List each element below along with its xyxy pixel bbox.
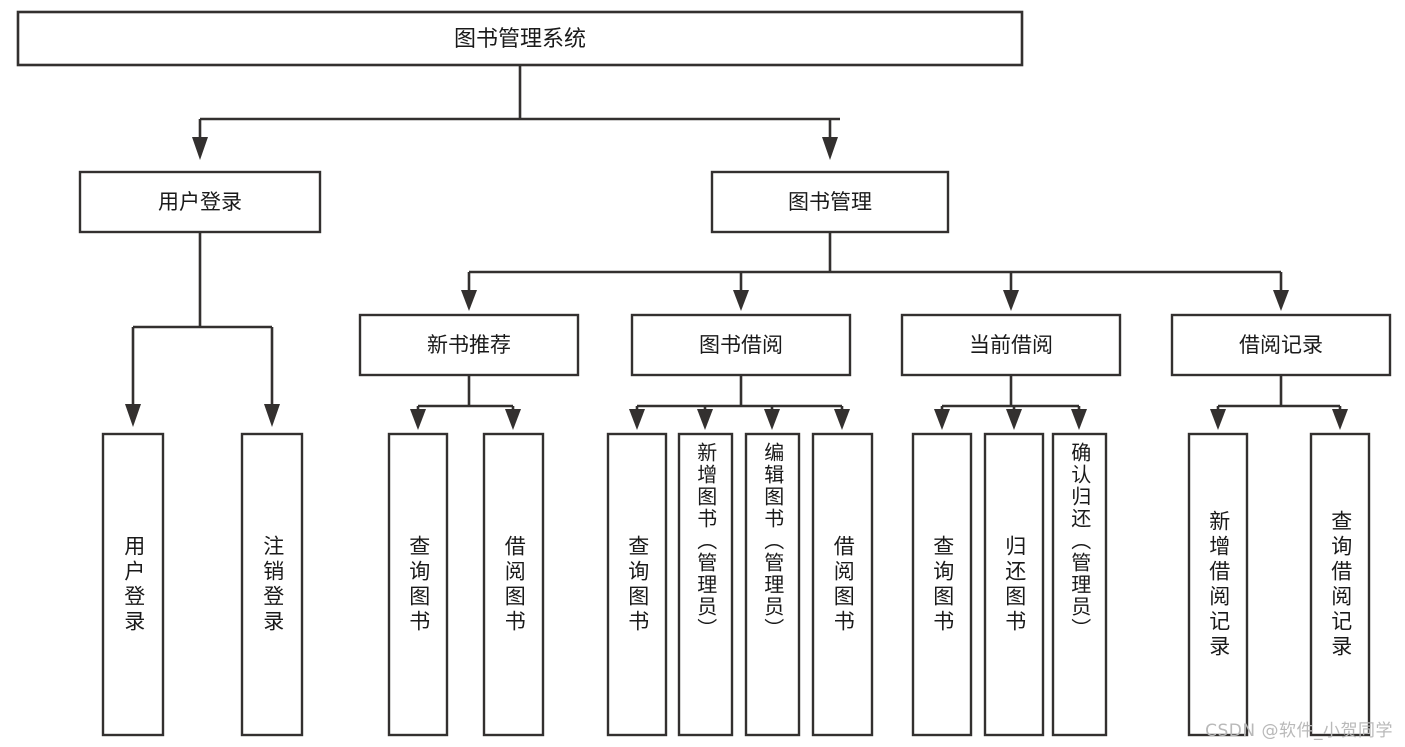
arrow-head-leaf-query-book-2 — [629, 409, 645, 430]
connector-group-borrow-record — [1210, 375, 1348, 430]
leaf-query-book-3-rect[interactable] — [911, 432, 973, 737]
node-book-borrow-rect — [630, 313, 852, 377]
leaf-rect-group — [101, 432, 1371, 737]
arrow-head-leaf-query-book-3 — [934, 409, 950, 430]
leaf-logout-rect[interactable] — [240, 432, 304, 737]
connector-group-root — [192, 65, 840, 160]
leaf-confirm-return-rect[interactable] — [1051, 432, 1108, 737]
connector-group-current-borrow — [934, 375, 1087, 430]
node-book-management[interactable]: 图书管理 — [710, 170, 950, 234]
arrow-head-leaf-add-book — [697, 409, 713, 430]
arrow-head-leaf-user-login — [125, 404, 141, 427]
leaf-borrow-book-2-rect[interactable] — [811, 432, 874, 737]
node-current-borrow[interactable]: 当前借阅 — [900, 313, 1122, 377]
node-borrow-record[interactable]: 借阅记录 — [1170, 313, 1392, 377]
arrow-head-new-book-recommend — [461, 290, 477, 311]
arrow-head-leaf-borrow-book-2 — [834, 409, 850, 430]
arrow-head-book-borrow — [733, 290, 749, 311]
node-book-management-label: 图书管理 — [788, 190, 872, 214]
arrow-head-borrow-record — [1273, 290, 1289, 311]
leaf-borrow-book-1-rect[interactable] — [482, 432, 545, 737]
leaf-return-book-rect[interactable] — [983, 432, 1045, 737]
node-user-login[interactable]: 用户登录 — [78, 170, 322, 234]
node-root-rect — [16, 10, 1024, 67]
node-new-book-recommend[interactable]: 新书推荐 — [358, 313, 580, 377]
arrow-head-user-login — [192, 137, 208, 160]
arrow-head-current-borrow — [1003, 290, 1019, 311]
leaf-user-login-rect[interactable] — [101, 432, 165, 737]
leaf-add-record-rect[interactable] — [1187, 432, 1249, 737]
leaf-add-book-rect[interactable] — [677, 432, 734, 737]
node-user-login-label: 用户登录 — [158, 190, 242, 214]
arrow-head-leaf-borrow-book-1 — [505, 409, 521, 430]
node-root-label: 图书管理系统 — [454, 27, 586, 52]
leaf-query-book-2-rect[interactable] — [606, 432, 668, 737]
arrow-head-leaf-return-book — [1006, 409, 1022, 430]
node-new-book-recommend-rect — [358, 313, 580, 377]
node-borrow-record-rect — [1170, 313, 1392, 377]
arrow-head-leaf-logout — [264, 404, 280, 427]
arrow-head-book-management — [822, 137, 838, 160]
arrow-head-leaf-query-record — [1332, 409, 1348, 430]
node-borrow-record-label: 借阅记录 — [1239, 333, 1323, 357]
node-book-borrow[interactable]: 图书借阅 — [630, 313, 852, 377]
arrow-head-leaf-add-record — [1210, 409, 1226, 430]
node-root-system[interactable]: 图书管理系统 — [16, 10, 1024, 67]
node-current-borrow-label: 当前借阅 — [969, 333, 1053, 357]
node-user-login-rect — [78, 170, 322, 234]
connector-group-book-management — [461, 232, 1289, 311]
node-book-management-rect — [710, 170, 950, 234]
node-new-book-recommend-label: 新书推荐 — [427, 333, 511, 357]
arrow-head-leaf-query-book-1 — [410, 409, 426, 430]
connector-group-new-book-recommend — [410, 375, 521, 430]
csdn-watermark: CSDN @软件_小贺同学 — [1205, 721, 1393, 741]
node-current-borrow-rect — [900, 313, 1122, 377]
connector-group-book-borrow — [629, 375, 850, 430]
leaf-query-book-1-rect[interactable] — [387, 432, 449, 737]
leaf-query-record-rect[interactable] — [1309, 432, 1371, 737]
node-book-borrow-label: 图书借阅 — [699, 333, 783, 357]
arrow-head-leaf-edit-book — [764, 409, 780, 430]
leaf-edit-book-rect[interactable] — [744, 432, 801, 737]
connector-group-user-login — [125, 232, 280, 427]
arrow-head-leaf-confirm-return — [1071, 409, 1087, 430]
